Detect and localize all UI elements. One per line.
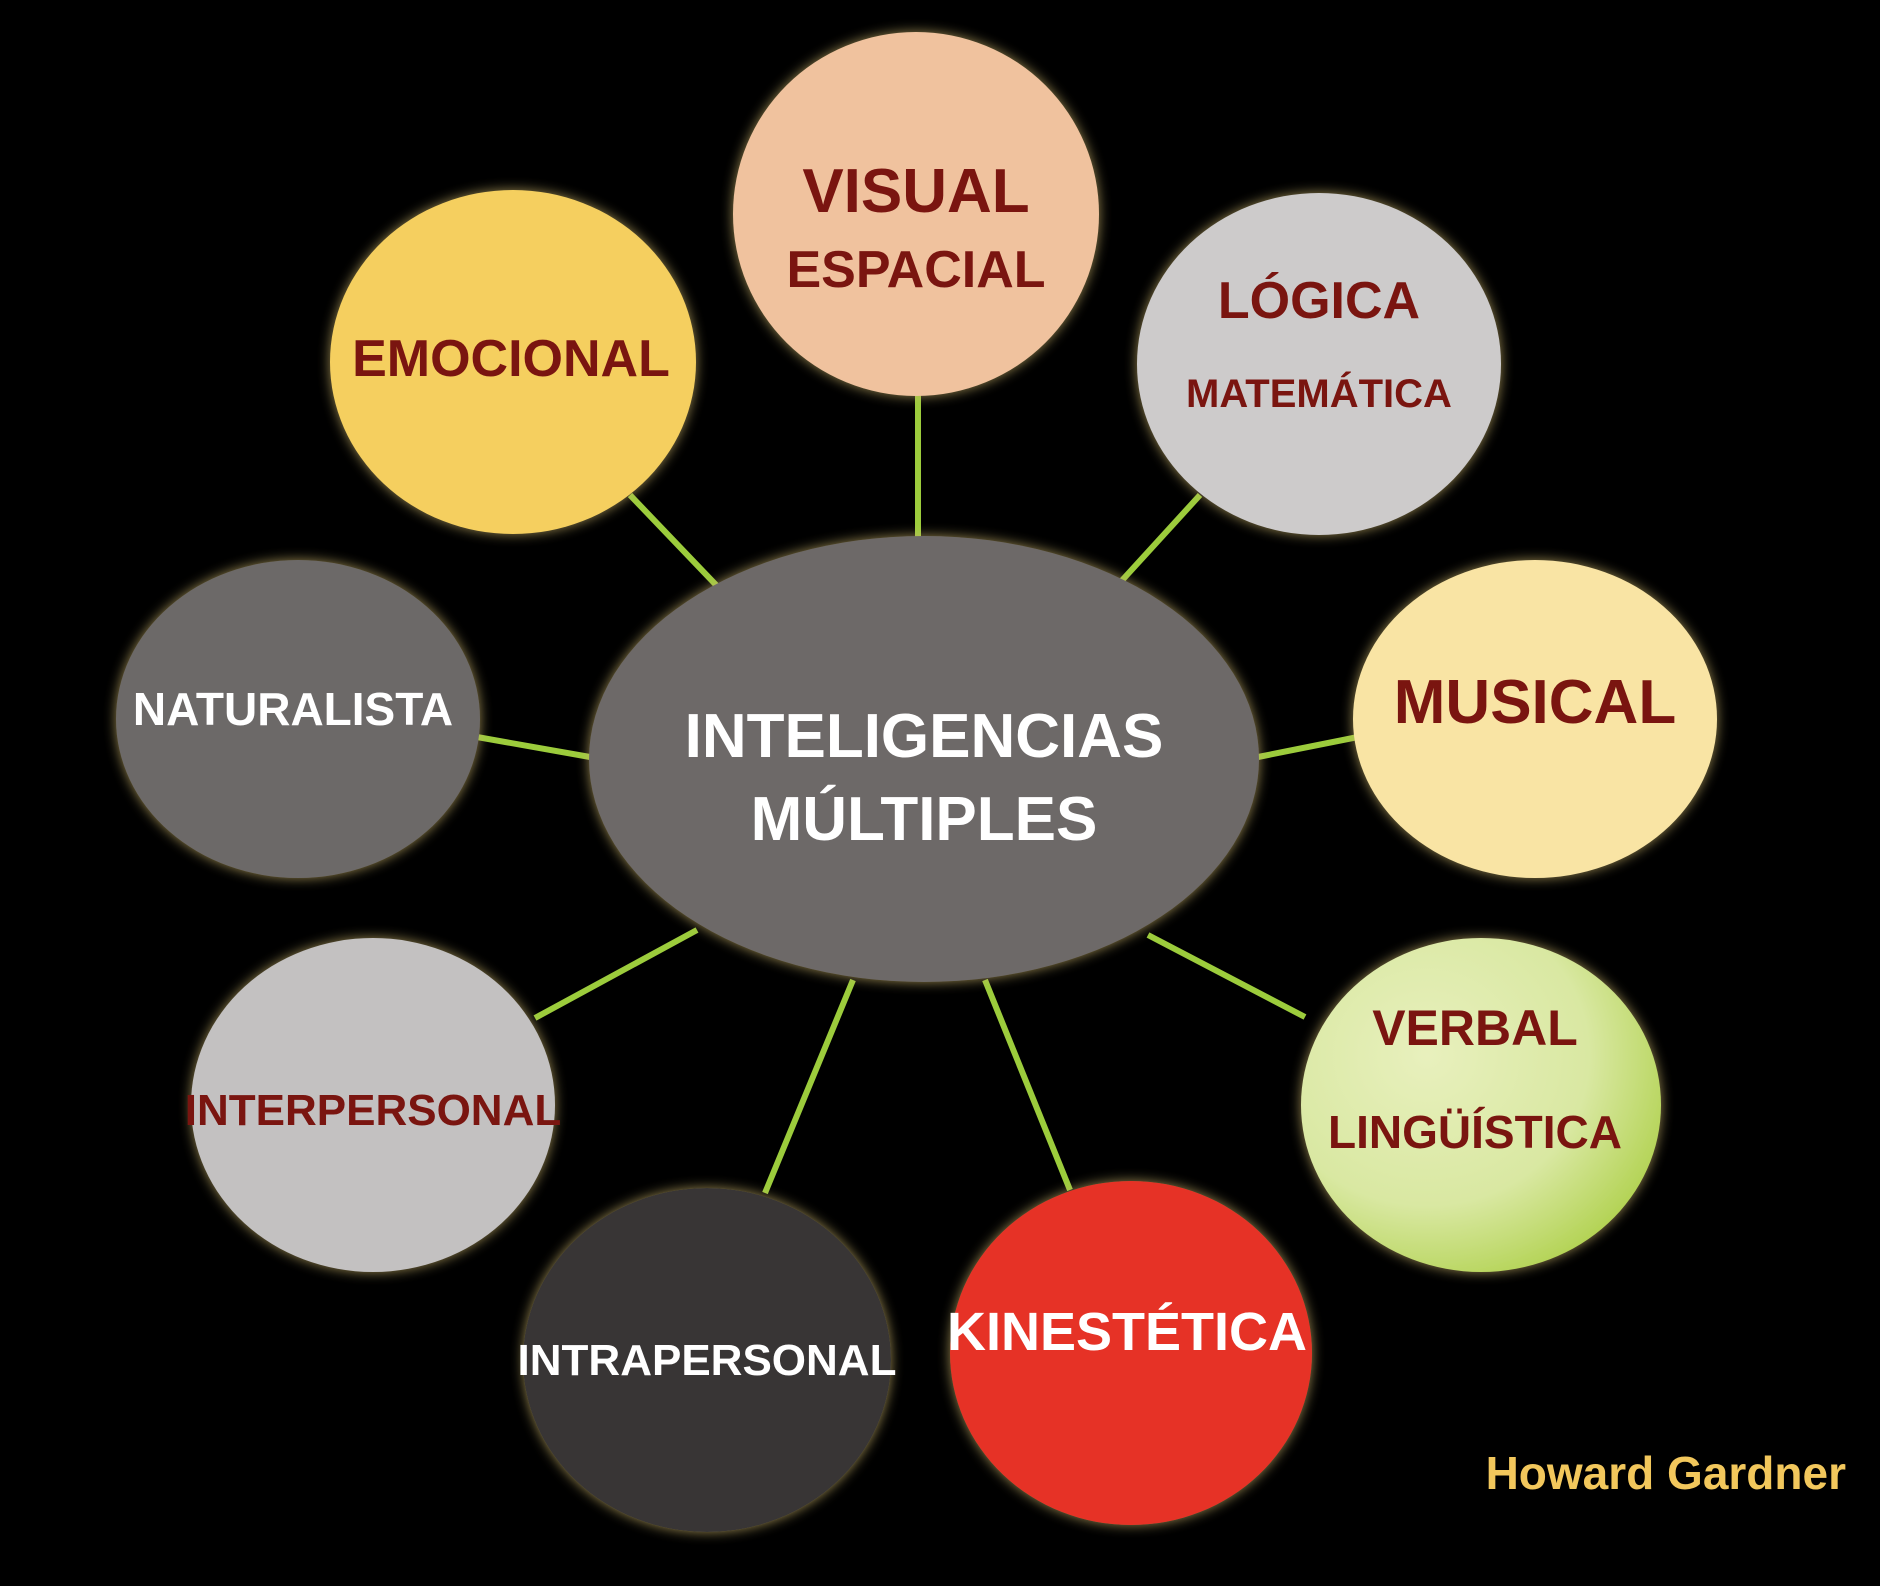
connector-interpersonal (533, 927, 699, 1021)
node-logica-circle (1137, 193, 1501, 535)
node-visual-line2: ESPACIAL (786, 241, 1045, 299)
node-interpersonal: INTERPERSONAL (185, 938, 561, 1272)
connector-intrapersonal (762, 978, 856, 1195)
node-visual-circle (733, 32, 1099, 396)
node-emocional-line1: EMOCIONAL (352, 330, 670, 388)
node-logica-line1: LÓGICA (1218, 272, 1420, 330)
center-node: INTELIGENCIAS MÚLTIPLES (589, 536, 1259, 982)
node-intrapersonal: INTRAPERSONAL (518, 1188, 897, 1532)
center-title-line2: MÚLTIPLES (751, 785, 1098, 854)
node-emocional-circle (330, 190, 696, 534)
center-ellipse (589, 536, 1259, 982)
node-kinestetica-line1: KINESTÉTICA (947, 1302, 1307, 1362)
node-intrapersonal-line1: INTRAPERSONAL (518, 1336, 897, 1385)
node-kinestetica: KINESTÉTICA (947, 1181, 1312, 1525)
node-logica: LÓGICA MATEMÁTICA (1137, 193, 1501, 535)
node-naturalista-circle (116, 560, 480, 878)
node-verbal-line2: LINGÜÍSTICA (1328, 1106, 1622, 1158)
node-logica-line2: MATEMÁTICA (1186, 371, 1452, 416)
connector-kinestetica (982, 978, 1073, 1192)
node-visual-line1: VISUAL (802, 157, 1029, 226)
node-kinestetica-circle (950, 1181, 1312, 1525)
node-emocional: EMOCIONAL (330, 190, 696, 534)
node-verbal: VERBAL LINGÜÍSTICA (1301, 938, 1661, 1272)
node-naturalista: NATURALISTA (116, 560, 480, 878)
node-verbal-circle (1301, 938, 1661, 1272)
connector-musical (1257, 734, 1359, 760)
node-visual: VISUAL ESPACIAL (733, 32, 1099, 396)
author-credit: Howard Gardner (1485, 1447, 1846, 1499)
node-musical-line1: MUSICAL (1394, 668, 1676, 737)
connector-verbal (1146, 932, 1307, 1020)
node-naturalista-line1: NATURALISTA (133, 683, 453, 735)
center-title-line1: INTELIGENCIAS (685, 702, 1164, 771)
node-musical: MUSICAL (1353, 560, 1717, 878)
node-interpersonal-line1: INTERPERSONAL (185, 1086, 561, 1135)
connector-naturalista (476, 734, 591, 760)
node-intrapersonal-circle (523, 1188, 891, 1532)
node-interpersonal-circle (191, 938, 555, 1272)
node-verbal-line1: VERBAL (1372, 1000, 1578, 1056)
node-musical-circle (1353, 560, 1717, 878)
